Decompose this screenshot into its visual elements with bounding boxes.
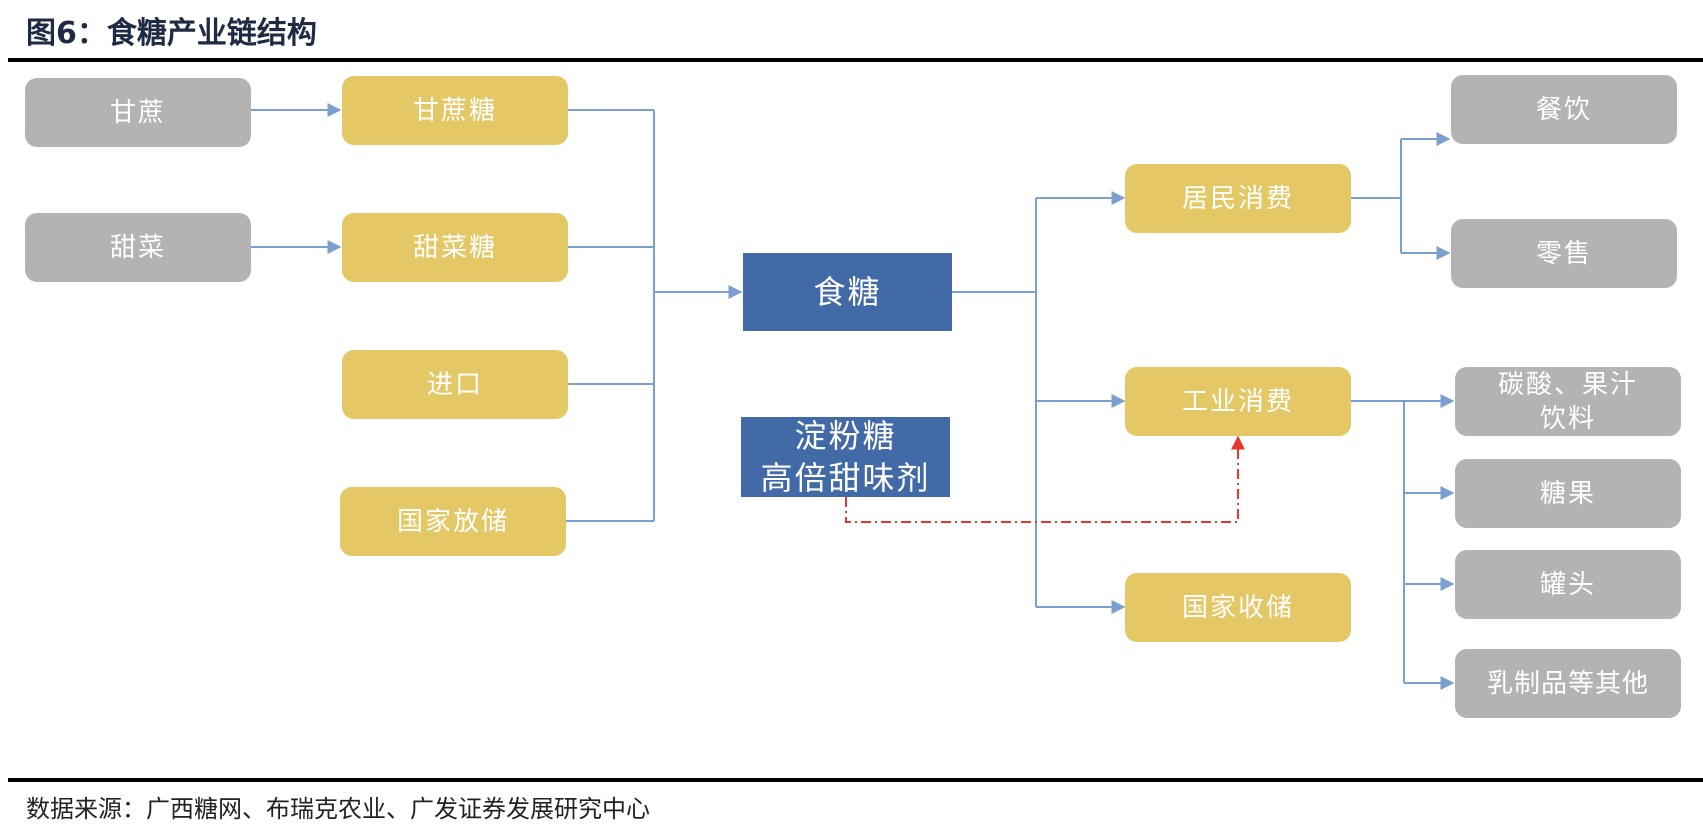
node-tiancai-label: 甜菜 [109,232,166,263]
node-industrial-consumption-label: 工业消费 [1181,386,1294,417]
node-candy: 糖果 [1455,459,1681,528]
node-catering-label: 餐饮 [1535,94,1592,125]
node-reserve-release: 国家放储 [340,487,566,556]
node-sugar-label: 食糖 [813,273,882,311]
node-resident-consumption: 居民消费 [1125,164,1351,233]
node-catering: 餐饮 [1451,75,1677,144]
node-canned-label: 罐头 [1539,569,1596,600]
node-substitute: 淀粉糖 高倍甜味剂 [741,417,950,497]
node-industrial-consumption: 工业消费 [1125,367,1351,436]
node-import-label: 进口 [426,369,483,400]
node-import: 进口 [342,350,568,419]
node-substitute-label-1: 淀粉糖 [794,417,897,455]
node-state-storage-label: 国家收储 [1181,592,1294,623]
node-retail: 零售 [1451,219,1677,288]
node-retail-label: 零售 [1535,238,1592,269]
node-tiancaitang: 甜菜糖 [342,213,568,282]
node-candy-label: 糖果 [1539,478,1596,509]
node-state-storage: 国家收储 [1125,573,1351,642]
node-ganzhetang-label: 甘蔗糖 [412,95,497,126]
node-canned: 罐头 [1455,550,1681,619]
node-beverage-label: 碳酸、果汁饮料 [1497,369,1638,434]
node-ganzhe: 甘蔗 [25,78,251,147]
node-ganzhe-label: 甘蔗 [109,97,166,128]
node-ganzhetang: 甘蔗糖 [342,76,568,145]
node-tiancaitang-label: 甜菜糖 [412,232,497,263]
node-sugar: 食糖 [743,253,952,331]
node-beverage: 碳酸、果汁饮料 [1455,367,1681,436]
source-note: 数据来源：广西糖网、布瑞克农业、广发证券发展研究中心 [26,795,650,823]
node-substitute-label-2: 高倍甜味剂 [760,459,931,497]
node-dairy-other-label: 乳制品等其他 [1486,668,1649,699]
bottom-rule [8,778,1703,782]
figure-title: 图6：食糖产业链结构 [26,16,317,51]
top-rule [8,58,1703,62]
substitute-dashed-arrow [845,435,1245,523]
node-dairy-other: 乳制品等其他 [1455,649,1681,718]
node-resident-consumption-label: 居民消费 [1181,183,1294,214]
node-reserve-release-label: 国家放储 [396,506,509,537]
node-tiancai: 甜菜 [25,213,251,282]
